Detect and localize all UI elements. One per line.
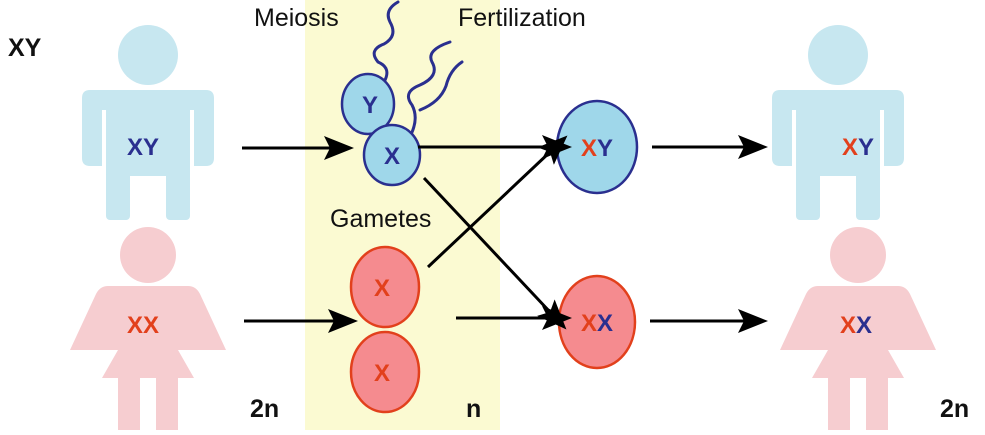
arrows bbox=[242, 135, 768, 333]
chromosome-letter: X bbox=[581, 135, 597, 162]
sperm-tail-y bbox=[372, 0, 400, 84]
chromosome-letter: Y bbox=[597, 135, 613, 162]
chromosome-letter: Y bbox=[858, 134, 874, 161]
ploidy-right-label: 2n bbox=[940, 395, 970, 423]
top-left-xy-label: XY bbox=[8, 34, 42, 62]
female-zygote-chromosomes: XX bbox=[581, 310, 613, 337]
chromosome-letter: Y bbox=[362, 92, 378, 119]
female-parent-figure bbox=[70, 227, 226, 430]
sperm-cell-x bbox=[362, 123, 422, 187]
female-parent-chromosomes: XX bbox=[127, 312, 159, 339]
chromosome-letter: X bbox=[842, 134, 858, 161]
chromosome-letter: X bbox=[856, 312, 872, 339]
sperm-cell-y bbox=[340, 72, 396, 136]
male-offspring-figure bbox=[772, 25, 904, 220]
chromosome-letter: X bbox=[384, 143, 400, 170]
chromosome-letter: X bbox=[597, 310, 613, 337]
chromosome-letter: X bbox=[840, 312, 856, 339]
female-offspring-chromosomes: XX bbox=[840, 312, 872, 339]
male-parent-chromosomes: XY bbox=[127, 134, 159, 161]
sperm-x-chromosome: X bbox=[384, 143, 400, 170]
meiosis-label: Meiosis bbox=[254, 4, 339, 32]
chromosome-letter: XX bbox=[127, 312, 159, 339]
female-offspring-figure bbox=[780, 227, 936, 430]
egg-cell-2 bbox=[349, 330, 421, 414]
sperm-tail-x-2 bbox=[418, 60, 464, 112]
sperm-y-chromosome: Y bbox=[362, 92, 378, 119]
egg-2-chromosome: X bbox=[374, 360, 390, 387]
sperm-tail-x bbox=[406, 40, 452, 142]
male-offspring-chromosomes: XY bbox=[842, 134, 874, 161]
arrow-sperm-x-to-female-zygote bbox=[422, 176, 567, 330]
chromosome-letter: X bbox=[581, 310, 597, 337]
egg-cell-1 bbox=[349, 245, 421, 329]
male-zygote-chromosomes: XY bbox=[581, 135, 613, 162]
gametes-label: Gametes bbox=[330, 205, 432, 233]
chromosome-letter: XY bbox=[127, 134, 159, 161]
arrow-egg-to-male-zygote bbox=[426, 135, 568, 269]
ploidy-left-label: 2n bbox=[250, 395, 280, 423]
egg-1-chromosome: X bbox=[374, 275, 390, 302]
male-parent-figure bbox=[82, 25, 214, 220]
chromosome-letter: X bbox=[374, 275, 390, 302]
fertilization-label: Fertilization bbox=[458, 4, 586, 32]
chromosome-letter: X bbox=[374, 360, 390, 387]
ploidy-middle-label: n bbox=[466, 395, 482, 423]
